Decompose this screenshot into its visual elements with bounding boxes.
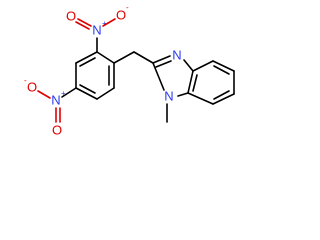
bond-c3a-c7a-inner	[192, 74, 198, 92]
imidazole-n1: N	[164, 88, 173, 103]
bond-c3a-c4	[192, 60, 214, 72]
bond-c4-c5-inner	[213, 65, 230, 75]
bond-nitro-top-o-double-a	[77, 18, 92, 27]
bond-c3a-c7a	[187, 70, 194, 94]
bond-c1-c2	[96, 51, 115, 64]
bond-c6-c1	[75, 51, 98, 64]
nitro-top-plus-charge: +	[102, 19, 107, 28]
benzimidazole: N N	[152, 47, 235, 123]
nitro-left-minus-charge: -	[24, 76, 27, 85]
bond-c3-c4	[96, 87, 115, 100]
bond-c6-c7-inner	[213, 90, 230, 100]
dinitrophenyl-ring	[75, 51, 115, 100]
bond-ring-ch2	[113, 51, 135, 64]
imidazole-n3: N	[172, 47, 181, 62]
molecule-structure: N + O O - N + O O - N N	[24, 3, 235, 137]
nitro-left-nitrogen: N	[51, 92, 60, 107]
bond-nitro-top-o-single	[102, 18, 116, 27]
bond-ch2-c2	[133, 51, 154, 64]
nitro-left-oxygen-single: O	[27, 79, 37, 94]
nitro-group-left: N + O O -	[24, 76, 77, 137]
bond-n1-c2	[152, 62, 165, 91]
nitro-left-plus-charge: +	[61, 89, 66, 98]
methylene-bridge	[113, 51, 154, 64]
bond-c2-n3-a	[152, 55, 171, 64]
nitro-top-minus-charge: -	[126, 3, 129, 12]
nitro-group-top: N + O O -	[66, 3, 129, 53]
bond-c6-c1-inner	[79, 57, 96, 67]
nitro-left-oxygen-double: O	[52, 122, 62, 137]
bond-ring-nitro-left	[61, 87, 77, 98]
bond-nitro-left-o-single	[37, 90, 51, 99]
bond-c6-c7	[212, 93, 235, 105]
bond-c2-n3-b	[155, 60, 172, 68]
bond-n3-c3a	[183, 59, 194, 72]
bond-nitro-top-o-double-b	[75, 21, 90, 30]
bond-c4-c5	[212, 60, 235, 72]
bond-c7-c7a	[187, 92, 214, 105]
nitro-top-nitrogen: N	[92, 22, 101, 37]
nitro-top-oxygen-single: O	[116, 7, 126, 22]
bond-c7a-n1	[177, 92, 189, 97]
bond-c4-c5	[75, 87, 98, 100]
nitro-top-oxygen-double: O	[66, 8, 76, 23]
bond-c4-c5-inner	[79, 84, 96, 94]
